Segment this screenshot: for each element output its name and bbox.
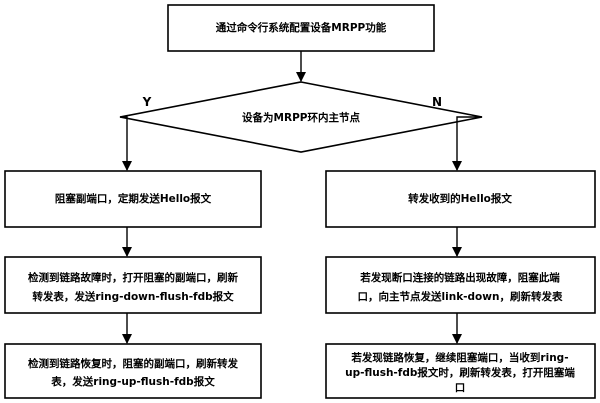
left-step3-line2: 表，发送ring-up-flush-fdb报文 <box>50 375 215 388</box>
right-step3-line3: 口 <box>455 382 466 394</box>
yes-label: Y <box>142 95 152 109</box>
right-step3-box <box>325 343 596 399</box>
left-step1-text: 阻塞副端口，定期发送Hello报文 <box>55 192 212 205</box>
no-label: N <box>432 95 442 109</box>
right-step1-text: 转发收到的Hello报文 <box>408 192 512 205</box>
right-step2-box <box>325 256 596 314</box>
left-step1-box <box>4 170 262 228</box>
left-step2-line2: 转发表，发送ring-down-flush-fdb报文 <box>32 290 234 303</box>
start-text: 通过命令行系统配置设备MRPP功能 <box>216 21 387 34</box>
yes-branch-connector <box>120 116 132 171</box>
right-step1-box <box>325 170 596 228</box>
start-box <box>167 4 435 52</box>
left-step2-line1: 检测到链路故障时，打开阻塞的副端口，刷新 <box>28 271 238 284</box>
left-step3-line1: 检测到链路恢复时，阻塞的副端口，刷新转发 <box>28 357 238 370</box>
decision-text: 设备为MRPP环内主节点 <box>242 111 360 124</box>
decision-diamond <box>119 81 483 153</box>
right-step2-line1: 若发现断口连接的链路出现故障，阻塞此端 <box>359 271 560 284</box>
right-step3-line2: up-flush-fdb报文时，刷新转发表，打开阻塞端 <box>345 366 575 379</box>
right-step3-line1: 若发现链路恢复，继续阻塞端口，当收到ring- <box>350 351 568 364</box>
left-step3-box <box>4 343 262 399</box>
left-step2-box <box>4 256 262 314</box>
right-step2-line2: 口，向主节点发送link-down，刷新转发表 <box>358 290 563 303</box>
no-branch-connector <box>452 116 482 171</box>
